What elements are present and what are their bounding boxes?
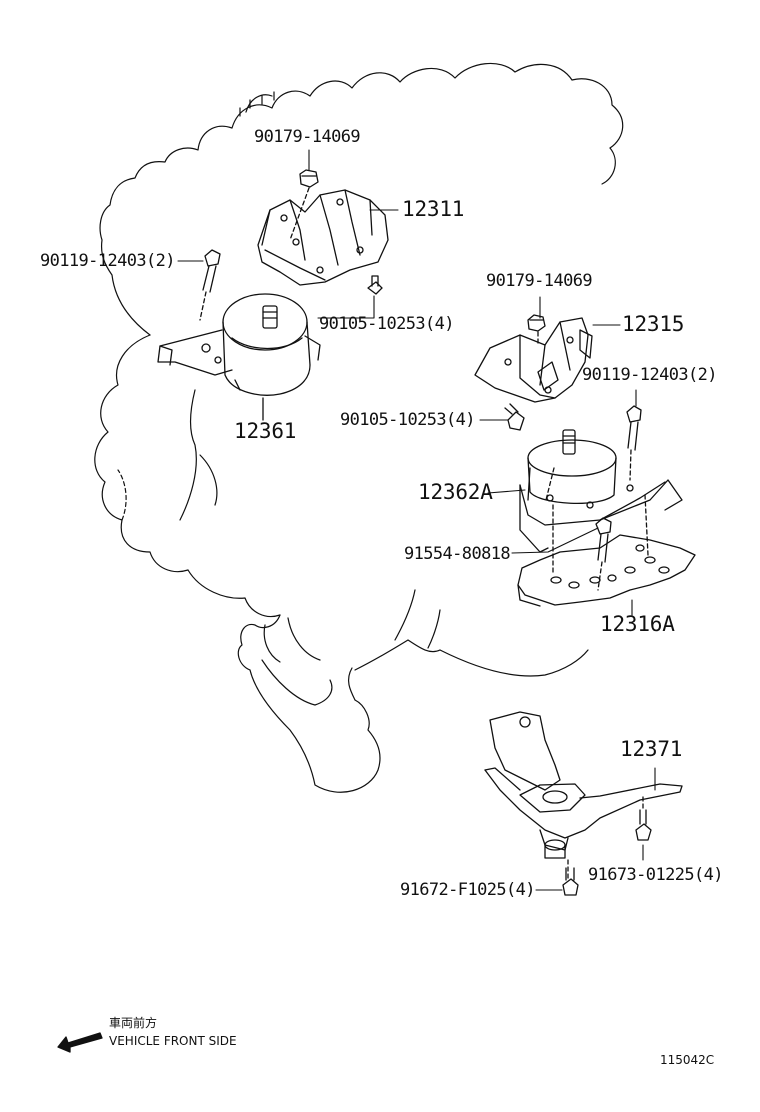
leader-lines (177, 149, 656, 891)
callout-bolt-right: 90119-12403(2) (582, 365, 717, 385)
nut-top-left (289, 169, 319, 241)
rear-mount-12371 (484, 711, 683, 879)
callout-nut-top: 90179-14069 (254, 127, 361, 147)
front-arrow-icon (57, 1032, 103, 1053)
bolt-left (199, 249, 221, 321)
bolt-rear-bottom (562, 867, 579, 896)
figure-code: 115042C (660, 1053, 715, 1067)
bolt-right (626, 405, 642, 481)
direction-label-english: VEHICLE FRONT SIDE (109, 1034, 237, 1048)
callout-bolt-plate: 91554-80818 (404, 544, 511, 564)
bracket-12315 (474, 317, 593, 403)
bracket-12311 (257, 189, 389, 286)
insulator-12362A (519, 429, 683, 553)
plate-12316A (517, 494, 696, 607)
nut-right (527, 314, 546, 346)
bolt-rear-right (635, 794, 652, 841)
direction-label-japanese: 車両前方 (109, 1016, 158, 1030)
bolt-plate (595, 517, 612, 591)
callout-bolt-bracket-left: 90105-10253(4) (319, 314, 454, 334)
callout-insulator-left: 12361 (234, 419, 297, 443)
callout-nut-right: 90179-14069 (486, 271, 593, 291)
bolt-bracket-left (367, 275, 383, 295)
callout-insulator-right: 12362A (418, 480, 493, 504)
callout-bolt-rear-bottom: 91672-F1025(4) (400, 880, 535, 900)
callout-bracket-right: 12315 (622, 312, 685, 336)
bolt-bracket-right (504, 403, 525, 431)
callout-bolt-bracket-right: 90105-10253(4) (340, 410, 475, 430)
insulator-12361 (157, 293, 321, 421)
engine-outline (94, 62, 624, 793)
callout-rear-mount: 12371 (620, 737, 683, 761)
callout-bracket-left: 12311 (402, 197, 465, 221)
callout-bolt-left: 90119-12403(2) (40, 251, 175, 271)
callout-bolt-rear-right: 91673-01225(4) (588, 865, 723, 885)
callout-plate: 12316A (600, 612, 675, 636)
